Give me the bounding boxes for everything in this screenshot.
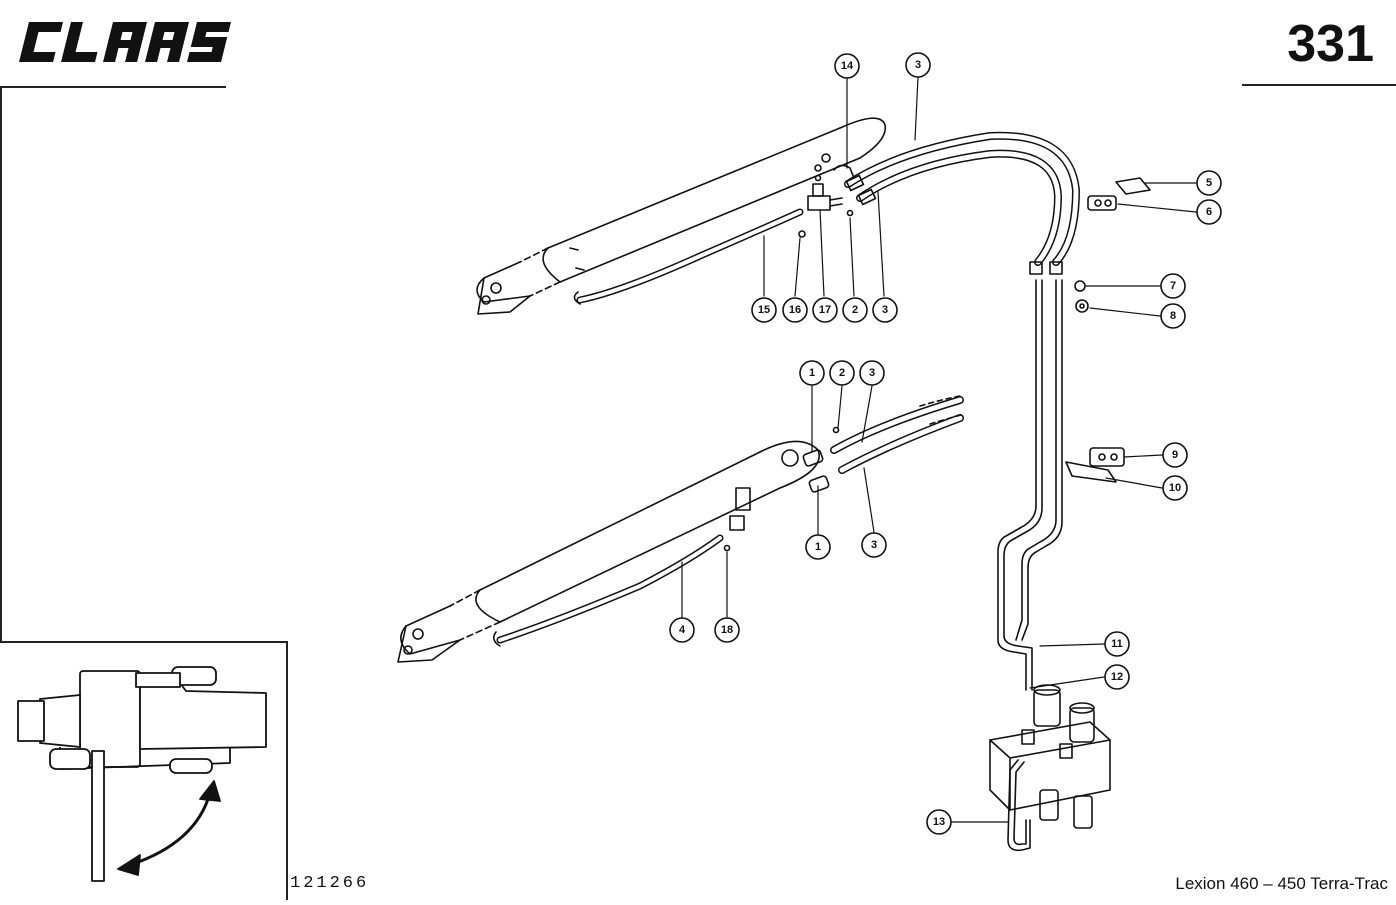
callout-13: 13 <box>926 809 952 835</box>
svg-text:15: 15 <box>758 304 770 316</box>
svg-text:10: 10 <box>1169 482 1181 494</box>
svg-text:16: 16 <box>789 304 801 316</box>
upper-hoses <box>844 131 1080 275</box>
callout-7: 7 <box>1160 273 1186 299</box>
callout-3: 3 <box>861 532 887 558</box>
svg-text:7: 7 <box>1170 280 1176 292</box>
claas-logo <box>19 22 232 62</box>
callout-15: 15 <box>751 297 777 323</box>
svg-text:6: 6 <box>1206 206 1212 218</box>
location-inset <box>0 641 288 900</box>
svg-text:3: 3 <box>915 59 921 71</box>
lower-cylinder <box>397 395 965 663</box>
svg-text:17: 17 <box>819 304 831 316</box>
drawing-number: 121266 <box>290 874 370 893</box>
callout-17: 17 <box>812 297 838 323</box>
callout-5: 5 <box>1196 170 1222 196</box>
callout-3: 3 <box>872 297 898 323</box>
callout-16: 16 <box>782 297 808 323</box>
callout-11: 11 <box>1104 631 1130 657</box>
callout-2: 2 <box>829 360 855 386</box>
svg-text:4: 4 <box>679 624 686 636</box>
svg-text:1: 1 <box>809 367 815 379</box>
svg-text:3: 3 <box>871 539 877 551</box>
svg-text:12: 12 <box>1111 671 1123 683</box>
svg-text:3: 3 <box>869 367 875 379</box>
model-name: Lexion 460 – 450 Terra-Trac <box>1175 874 1388 893</box>
leader-lines <box>681 76 1197 823</box>
callout-8: 8 <box>1160 303 1186 329</box>
vertical-pipes <box>997 279 1063 852</box>
header-rule-right <box>1242 84 1396 86</box>
svg-text:13: 13 <box>933 816 945 828</box>
callout-6: 6 <box>1196 199 1222 225</box>
callout-4: 4 <box>669 617 695 643</box>
header-rule-left <box>0 86 226 88</box>
callout-9: 9 <box>1162 442 1188 468</box>
left-border <box>0 86 2 642</box>
svg-text:9: 9 <box>1172 449 1178 461</box>
callout-12: 12 <box>1104 664 1130 690</box>
svg-text:8: 8 <box>1170 310 1176 322</box>
svg-text:18: 18 <box>721 624 733 636</box>
svg-text:1: 1 <box>815 541 821 553</box>
callout-10: 10 <box>1162 475 1188 501</box>
callout-1: 1 <box>799 360 825 386</box>
svg-text:2: 2 <box>852 304 858 316</box>
machine-location-drawing <box>17 666 267 882</box>
svg-text:14: 14 <box>841 60 854 72</box>
callout-2: 2 <box>842 297 868 323</box>
page-number: 331 <box>1287 15 1374 73</box>
svg-text:2: 2 <box>839 367 845 379</box>
callout-14: 14 <box>834 53 860 79</box>
callout-3: 3 <box>859 360 885 386</box>
svg-text:3: 3 <box>882 304 888 316</box>
valve-block <box>989 684 1111 829</box>
callout-18: 18 <box>714 617 740 643</box>
upper-cylinder <box>476 117 887 315</box>
callout-3: 3 <box>905 52 931 78</box>
lower-clamps <box>1065 447 1125 483</box>
svg-text:11: 11 <box>1111 638 1123 650</box>
callout-1: 1 <box>805 534 831 560</box>
svg-text:5: 5 <box>1206 177 1212 189</box>
upper-clamps <box>1074 177 1151 313</box>
